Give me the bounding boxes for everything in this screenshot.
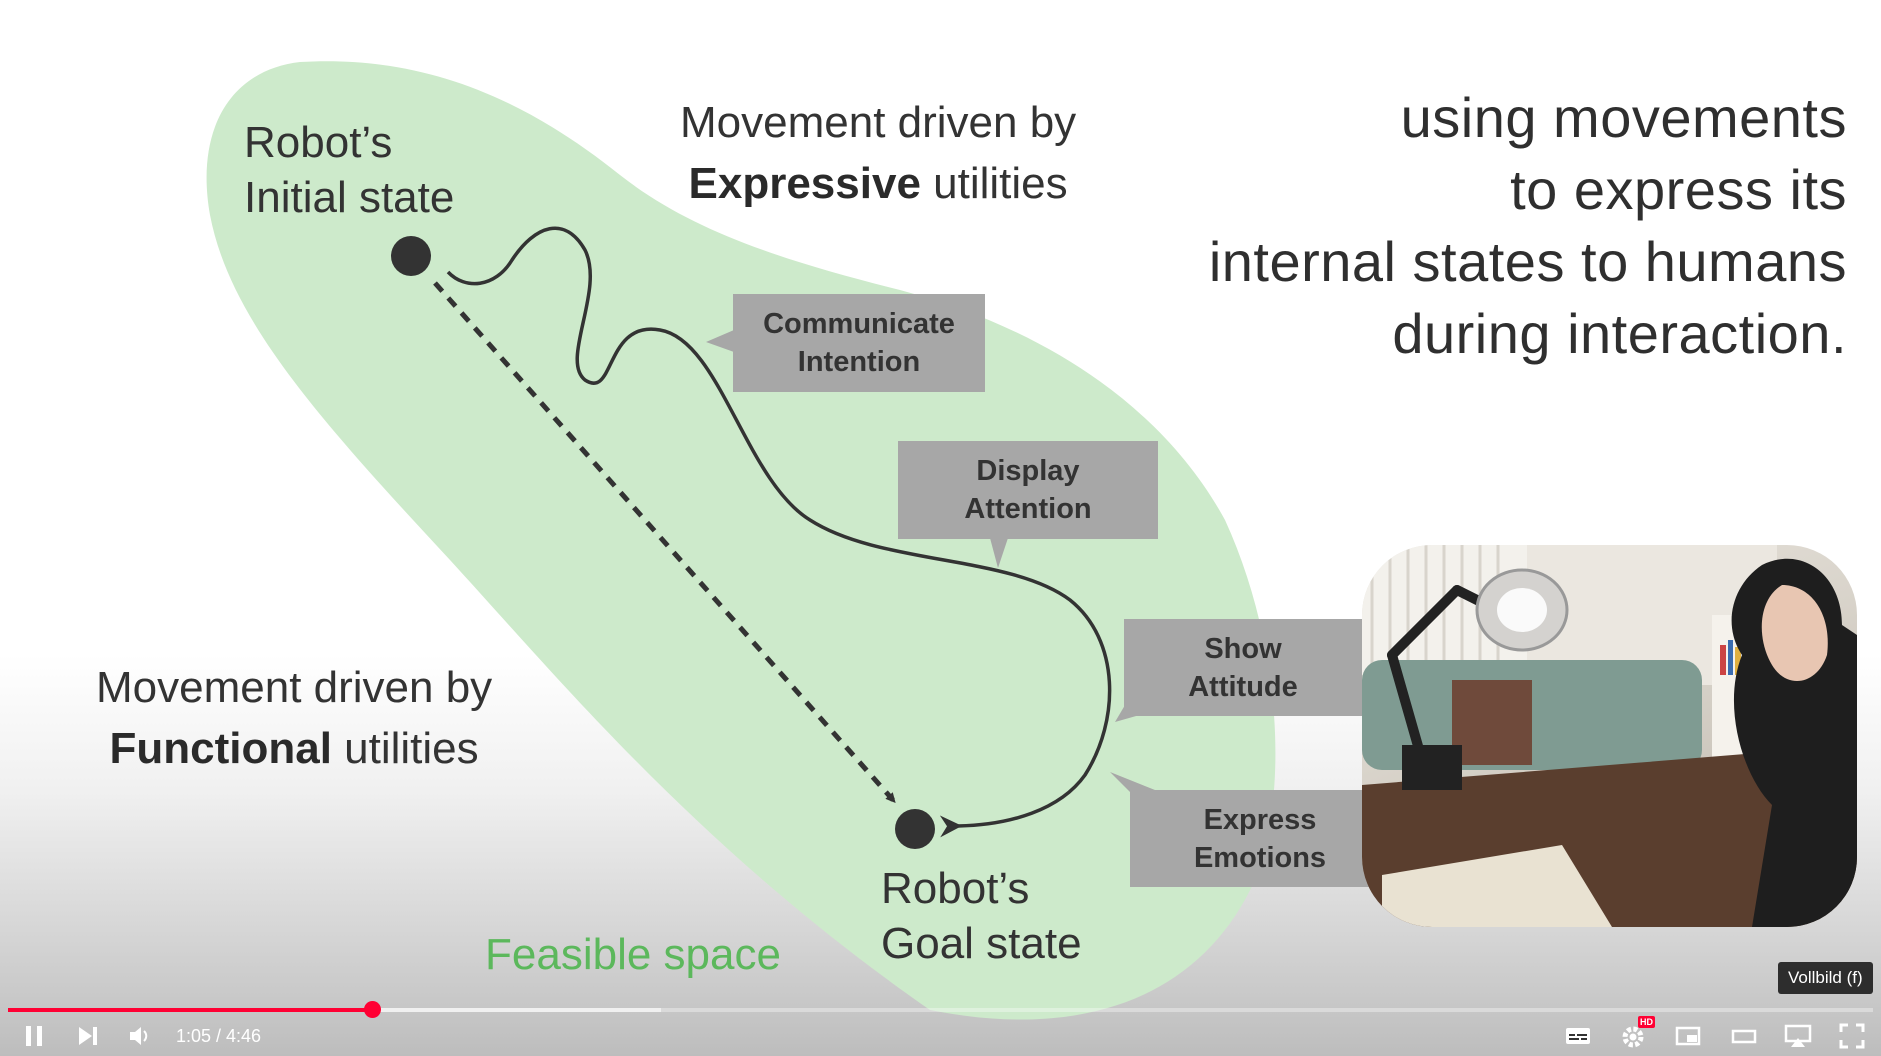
theater-icon [1731, 1029, 1757, 1044]
robot-video-inset [1362, 545, 1857, 927]
callout-line1: Express [1203, 803, 1317, 836]
airplay-icon [1784, 1024, 1812, 1047]
callout-line2: Attitude [1188, 670, 1298, 703]
tagline-line4: during interaction. [1392, 302, 1847, 365]
airplay-button[interactable] [1780, 1018, 1816, 1054]
expressive-heading-line1: Movement driven by [680, 98, 1077, 147]
subtitles-button[interactable] [1560, 1018, 1596, 1054]
functional-path [433, 281, 896, 803]
fullscreen-icon [1839, 1023, 1865, 1049]
theater-mode-button[interactable] [1726, 1018, 1762, 1054]
next-button[interactable] [70, 1018, 106, 1054]
functional-bold: Functional [109, 724, 332, 773]
tagline-line1: using movements [1400, 86, 1847, 149]
callout-show-attitude: Show Attitude [1124, 619, 1362, 716]
callout-display-attention: Display Attention [898, 441, 1158, 539]
volume-icon [130, 1027, 148, 1045]
callout-line2: Intention [797, 346, 921, 378]
feasible-space-label: Feasible space [485, 930, 781, 979]
callout-line1: Show [1204, 632, 1282, 665]
fullscreen-tooltip: Vollbild (f) [1778, 962, 1873, 994]
goal-state-label: Robot’s Goal state [881, 861, 1082, 971]
functional-heading-line1: Movement driven by [96, 663, 493, 712]
feasible-space-blob [206, 61, 1276, 1020]
robot-scene-illustration [1362, 545, 1857, 927]
callout-line2: Attention [964, 493, 1092, 525]
next-icon [79, 1027, 97, 1045]
settings-icon [1622, 1026, 1644, 1048]
progress-scrubber-handle[interactable] [363, 1001, 381, 1018]
callout-line1: Display [976, 455, 1080, 487]
miniplayer-button[interactable] [1670, 1018, 1706, 1054]
functional-heading-line2: Functional utilities [96, 718, 492, 779]
callout-tail-attention [990, 538, 1008, 568]
functional-rest: utilities [331, 724, 479, 773]
callout-express-emotions: Express Emotions [1130, 790, 1390, 887]
callout-tail-communicate [706, 330, 734, 352]
initial-state-line1: Robot’s [244, 118, 393, 167]
fullscreen-button[interactable] [1834, 1018, 1870, 1054]
goal-state-line1: Robot’s [881, 864, 1030, 913]
expressive-heading: Movement driven by Expressive utilities [680, 92, 1076, 214]
volume-button[interactable] [122, 1018, 158, 1054]
settings-button[interactable]: HD [1615, 1016, 1655, 1054]
subtitles-icon [1566, 1028, 1590, 1044]
expressive-heading-line2: Expressive utilities [680, 153, 1076, 214]
progress-bar[interactable] [8, 1001, 1873, 1018]
expressive-bold: Expressive [688, 159, 921, 208]
expressive-path [446, 226, 1112, 838]
initial-state-label: Robot’s Initial state [244, 115, 454, 225]
tagline: using movements to express its internal … [1209, 82, 1847, 370]
progress-played [8, 1008, 372, 1012]
miniplayer-icon [1675, 1026, 1701, 1046]
initial-state-dot [391, 236, 431, 276]
initial-state-line2: Initial state [244, 173, 455, 222]
pause-button[interactable] [16, 1018, 52, 1054]
tagline-line3: internal states to humans [1208, 230, 1847, 293]
time-display: 1:05 / 4:46 [176, 1026, 262, 1046]
callout-communicate-intention: Communicate Intention [733, 294, 985, 392]
tagline-line2: to express its [1510, 158, 1847, 221]
callout-tail-emotions [1110, 772, 1160, 792]
expressive-rest: utilities [920, 159, 1068, 208]
callout-line1: Communicate [763, 308, 955, 340]
goal-state-dot [895, 809, 935, 849]
callout-line2: Emotions [1193, 841, 1327, 874]
pause-icon [26, 1026, 42, 1046]
goal-state-line2: Goal state [881, 919, 1082, 968]
hd-badge: HD [1638, 1016, 1655, 1028]
player-controls: HD [0, 1016, 1881, 1056]
functional-heading: Movement driven by Functional utilities [96, 657, 492, 779]
